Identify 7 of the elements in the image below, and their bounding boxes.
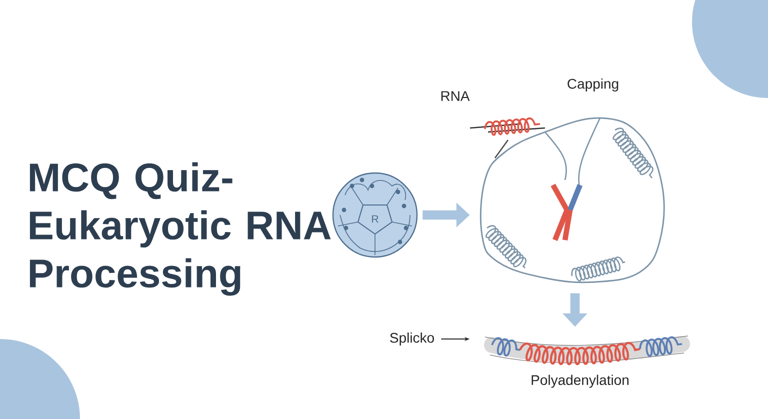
rna-loop-drawing — [469, 117, 665, 284]
label: RNA — [441, 91, 470, 101]
label: Splicko — [390, 332, 434, 346]
label: Polyadenylation — [532, 374, 628, 388]
rna-strand-drawing — [484, 336, 690, 366]
label: Capping — [568, 78, 618, 92]
title: MCQ Quiz- Eukaryotic RNA Processing — [30, 162, 331, 296]
